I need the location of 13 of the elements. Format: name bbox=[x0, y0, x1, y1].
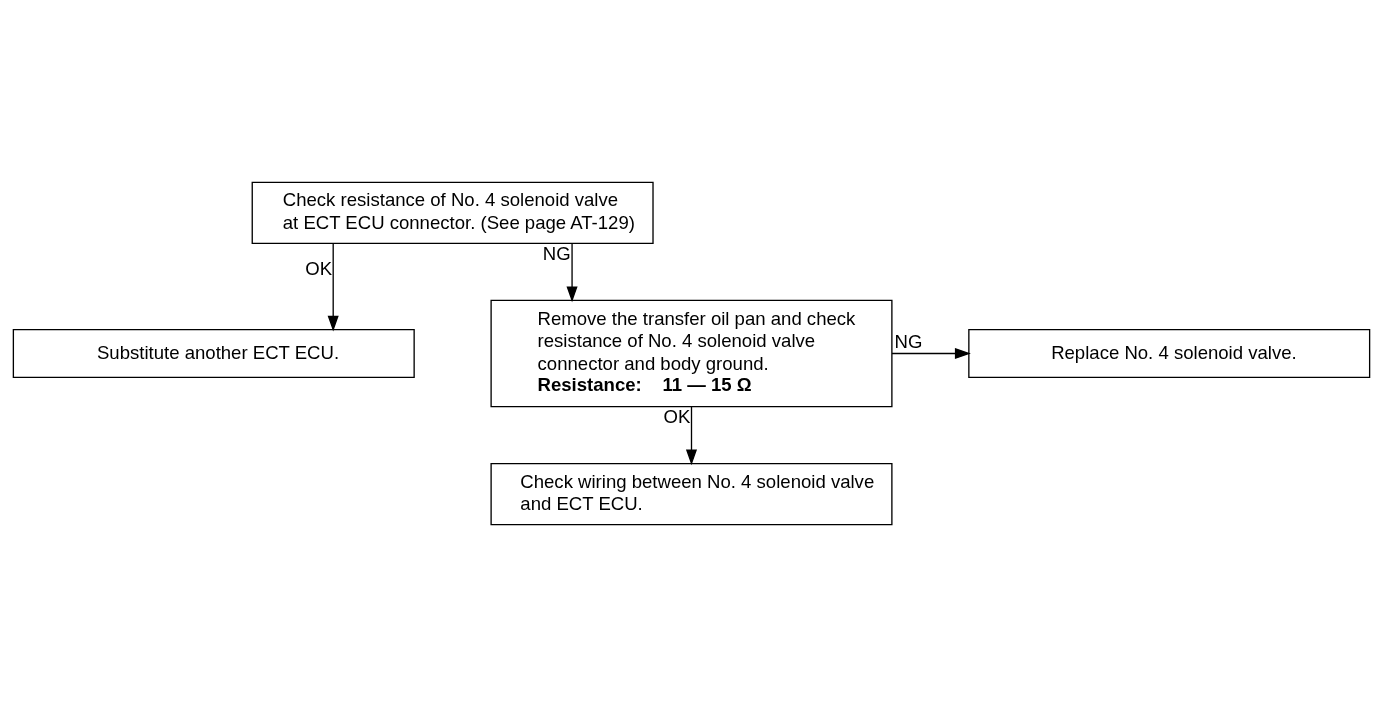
node-box: Remove the transfer oil pan and check resistance of No. 4 solenoid valve connector and body ground. Resistance: 11 — 15 Ω bbox=[490, 299, 893, 408]
node-box: Substitute another ECT ECU. bbox=[12, 328, 415, 379]
edge-label: OK bbox=[663, 406, 691, 428]
node-box: Check wiring between No. 4 solenoid valve and ECT ECU. bbox=[490, 463, 893, 526]
arrow bbox=[327, 242, 339, 332]
edge-label: NG bbox=[542, 243, 571, 265]
edge-label: OK bbox=[305, 257, 333, 279]
node-box: Check resistance of No. 4 solenoid valve at ECT ECU connector. (See page AT-129) bbox=[251, 181, 654, 244]
arrow bbox=[891, 347, 971, 360]
edge-label: NG bbox=[894, 331, 923, 353]
arrow bbox=[566, 242, 578, 303]
arrow bbox=[685, 406, 698, 466]
node-box: Replace No. 4 solenoid valve. bbox=[968, 328, 1371, 379]
